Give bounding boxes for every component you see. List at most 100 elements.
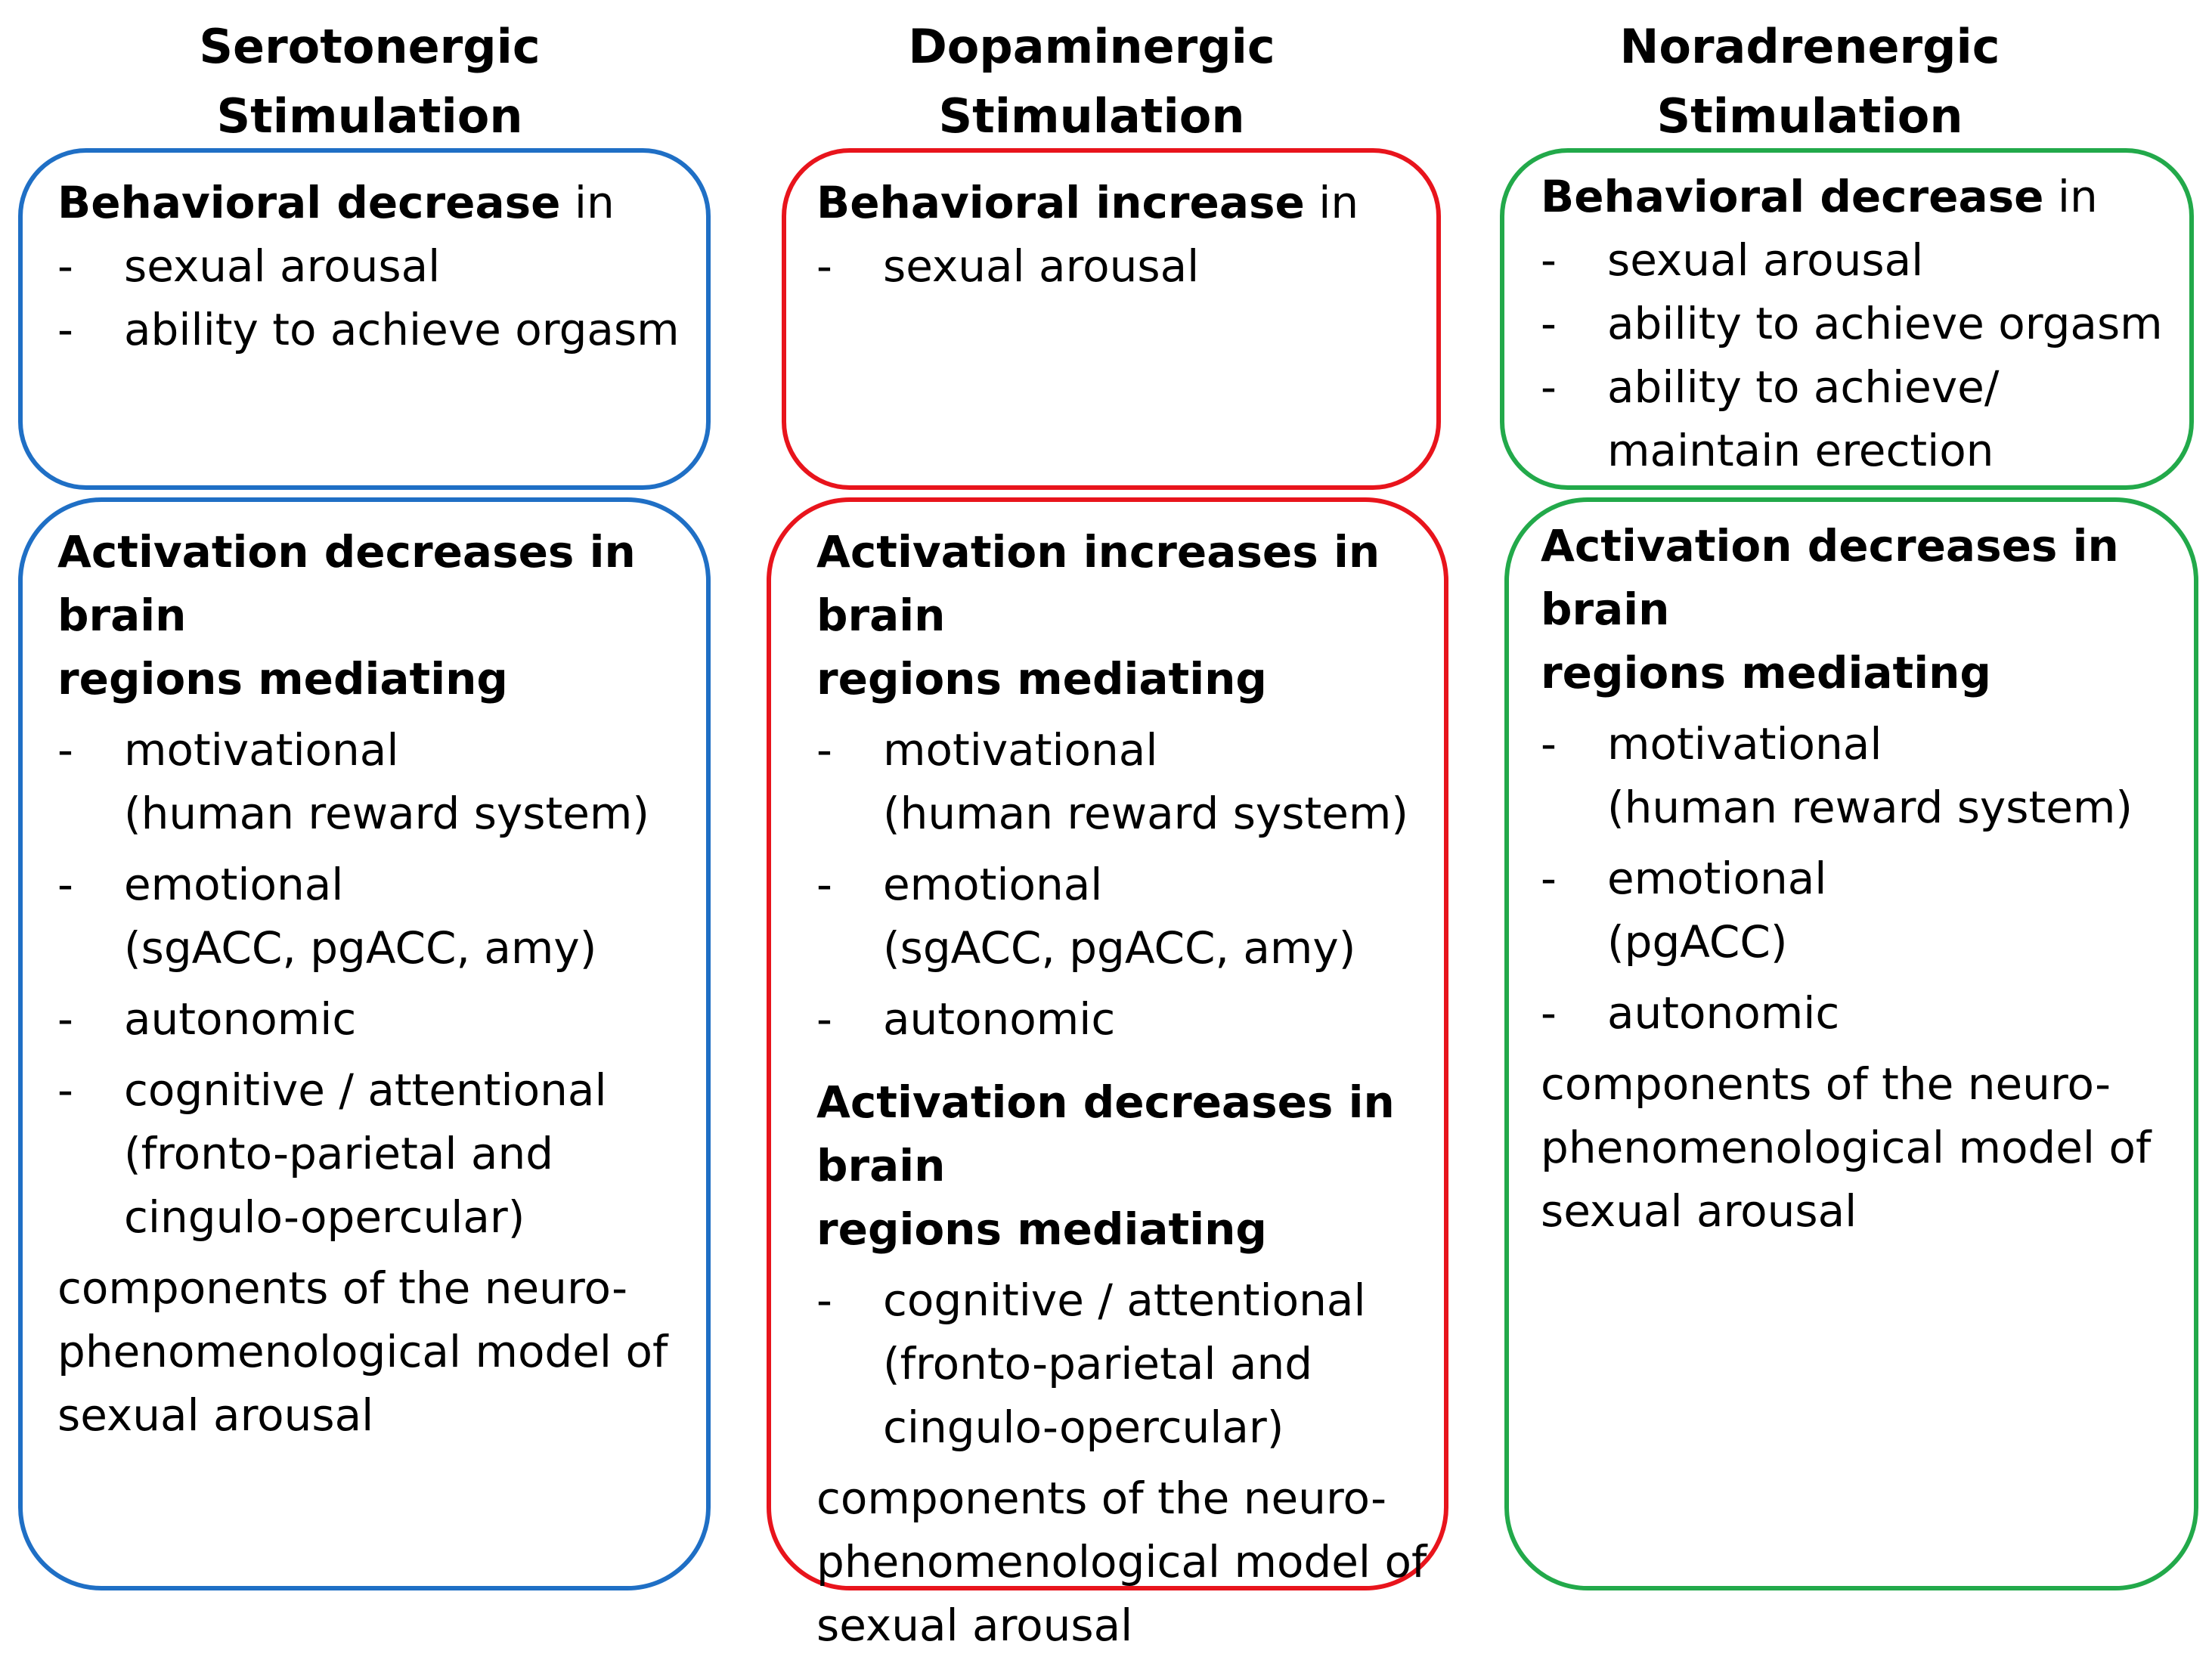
activation-item-text: cognitive / attentional(fronto-parietal …	[124, 1058, 607, 1249]
activation-box: Activation decreases in brain regions med…	[1504, 497, 2198, 1590]
behavior-box: Behavioral increase in-sexual arousal	[782, 148, 1441, 490]
bullet-dash: -	[816, 1274, 832, 1326]
activation-item-line: motivational	[883, 724, 1158, 776]
behavior-item-text: ability to achieve orgasm	[124, 304, 680, 355]
footer-line: sexual arousal	[816, 1600, 1133, 1651]
activation-heading-line: regions mediating	[816, 653, 1267, 705]
behavior-heading: Behavioral decrease in	[57, 171, 691, 234]
behavior-list-item: -ability to achieve orgasm	[57, 298, 691, 361]
activation-list-item: -motivational (human reward system)	[816, 718, 1436, 845]
activation-heading: Activation decreases in brain regions med…	[1541, 514, 2186, 705]
behavior-list-item: -sexual arousal	[57, 234, 691, 298]
behavior-list-item: -ability to achieve orgasm	[1541, 292, 2174, 355]
activation-item-line: (fronto-parietal and	[883, 1338, 1313, 1389]
activation-heading: Activation decreases in brain regions med…	[57, 520, 699, 711]
bullet-dash: -	[1541, 718, 1557, 770]
activation-list-item: -motivational(human reward system)	[57, 718, 699, 845]
activation-heading-line: Activation decreases in brain	[57, 526, 636, 641]
bullet-dash: -	[816, 240, 832, 292]
footer-line: sexual arousal	[57, 1389, 374, 1441]
bullet-dash: -	[1541, 298, 1557, 349]
footer-line: components of the neuro-	[57, 1262, 627, 1314]
activation-item-line: cingulo-opercular)	[124, 1191, 525, 1243]
activation-heading-line: regions mediating	[1541, 647, 1991, 698]
activation-item-text: emotional (sgACC, pgACC, amy)	[883, 853, 1355, 980]
activation-heading-line: regions mediating	[57, 653, 508, 705]
footer-line: components of the neuro-	[1541, 1058, 2111, 1110]
spacer	[816, 1058, 1436, 1070]
footer-line: phenomenological model of	[1541, 1122, 2152, 1173]
activation-list-item: -cognitive / attentional (fronto-parietal…	[816, 1268, 1436, 1459]
activation-list-item: -autonomic	[57, 987, 699, 1051]
activation-item-line: cingulo-opercular)	[883, 1401, 1284, 1453]
spacer	[816, 845, 1436, 853]
activation-item-line: (pgACC)	[1607, 916, 1788, 968]
activation-box: Activation decreases in brain regions med…	[18, 497, 711, 1590]
bullet-dash: -	[1541, 987, 1557, 1039]
activation-heading-line: Activation increases in brain	[816, 526, 1380, 641]
behavior-heading-rest: in	[560, 177, 615, 228]
activation-list-item: -autonomic	[816, 987, 1436, 1051]
activation-item-line: autonomic	[883, 993, 1116, 1045]
behavior-heading-bold: Behavioral decrease	[57, 177, 561, 228]
column-heading-line: Stimulation	[1656, 88, 1963, 144]
behavior-heading-rest: in	[2043, 171, 2098, 222]
behavior-box: Behavioral decrease in-sexual arousal-ab…	[18, 148, 711, 490]
bullet-dash: -	[816, 724, 832, 776]
activation-item-line: autonomic	[124, 993, 357, 1045]
behavior-content: Behavioral decrease in-sexual arousal-ab…	[1541, 165, 2174, 482]
behavior-content: Behavioral decrease in-sexual arousal-ab…	[57, 171, 691, 361]
activation-item-line: (human reward system)	[883, 788, 1409, 839]
activation-item-text: cognitive / attentional (fronto-parietal …	[883, 1268, 1366, 1459]
activation-list-item: -emotional(sgACC, pgACC, amy)	[57, 853, 699, 980]
bullet-dash: -	[57, 240, 73, 292]
behavior-list-item: -sexual arousal	[1541, 228, 2174, 292]
bullet-dash: -	[57, 859, 73, 910]
spacer	[57, 845, 699, 853]
activation-heading-line: Activation decreases in brain	[1541, 520, 2119, 635]
spacer	[1541, 974, 2186, 981]
activation-item-line: cognitive / attentional	[124, 1064, 607, 1116]
bullet-dash: -	[816, 993, 832, 1045]
activation-content: Activation decreases in brain regions med…	[57, 520, 699, 1447]
activation-item-text: motivational (human reward system)	[883, 718, 1408, 845]
spacer	[816, 980, 1436, 987]
activation-footer: components of the neuro-phenomenological…	[816, 1467, 1436, 1657]
activation-list-item: -emotional(sgACC, pgACC, amy)	[816, 853, 1436, 980]
behavior-list-item: -sexual arousal	[816, 234, 1421, 298]
bullet-dash: -	[57, 724, 73, 776]
bullet-dash: -	[1541, 853, 1557, 904]
activation-item-line: motivational	[1607, 718, 1882, 770]
spacer	[57, 1249, 699, 1256]
spacer	[57, 1051, 699, 1058]
activation-item-text: autonomic	[124, 987, 356, 1051]
activation-item-line: emotional	[124, 859, 344, 910]
footer-line: components of the neuro-	[816, 1473, 1386, 1524]
activation-item-line: emotional	[883, 859, 1103, 910]
behavior-item-text: ability to achieve orgasm	[1607, 298, 2163, 349]
behavior-item-text: sexual arousal	[1607, 234, 1924, 286]
activation-footer: components of the neuro-phenomenological…	[57, 1256, 699, 1447]
spacer	[1541, 839, 2186, 847]
activation-item-line: (human reward system)	[1607, 782, 2133, 833]
activation-heading: Activation increases in brain regions med…	[816, 520, 1436, 711]
bullet-dash: -	[1541, 234, 1557, 286]
activation-item-text: emotional(sgACC, pgACC, amy)	[124, 853, 596, 980]
bullet-dash: -	[57, 304, 73, 355]
footer-line: phenomenological model of	[816, 1536, 1427, 1587]
activation-footer: components of the neuro-phenomenological…	[1541, 1052, 2186, 1243]
behavior-heading: Behavioral decrease in	[1541, 165, 2174, 228]
activation-item-line: (sgACC, pgACC, amy)	[883, 922, 1356, 974]
behavior-heading-bold: Behavioral decrease	[1541, 171, 2044, 222]
behavior-heading: Behavioral increase in	[816, 171, 1421, 234]
activation-item-text: emotional(pgACC)	[1607, 847, 1826, 974]
behavior-box: Behavioral decrease in-sexual arousal-ab…	[1500, 148, 2194, 490]
activation-item-line: cognitive / attentional	[883, 1274, 1366, 1326]
spacer	[816, 1459, 1436, 1467]
activation-list-item: -cognitive / attentional(fronto-parietal…	[57, 1058, 699, 1249]
behavior-item-text: sexual arousal	[883, 240, 1200, 292]
spacer	[816, 1261, 1436, 1268]
activation-item-line: autonomic	[1607, 987, 1840, 1039]
